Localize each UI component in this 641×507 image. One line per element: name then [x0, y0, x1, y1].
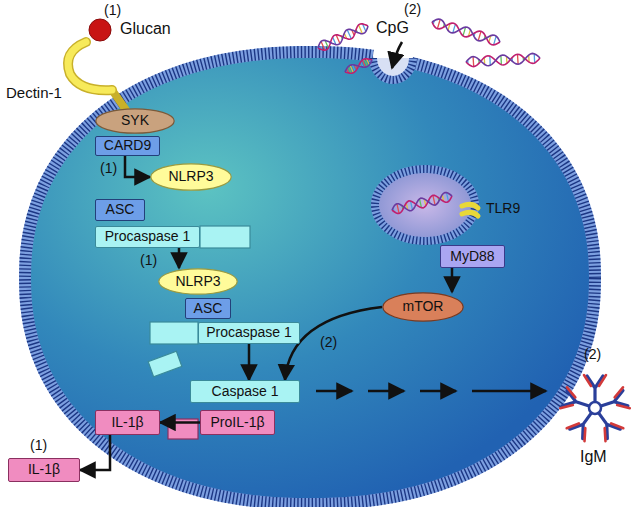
procaspase-domain — [200, 226, 250, 248]
receptor-label: Dectin-1 — [6, 84, 62, 101]
receptor-label: TLR9 — [486, 200, 520, 216]
endosome-dna — [392, 193, 452, 214]
cell-membrane-hatch — [25, 52, 595, 504]
callout-number: (1) — [104, 2, 121, 18]
ligand-label: CpG — [376, 19, 409, 37]
dectin-1-receptor-fill — [68, 42, 112, 90]
dectin-1-receptor — [68, 42, 112, 90]
pathway-arrow — [80, 435, 110, 470]
node-text: MyD88 — [450, 249, 494, 264]
callout-number: (2) — [404, 1, 421, 17]
callout-number: (1) — [30, 437, 47, 453]
pathway-arrow — [160, 421, 200, 424]
pathway-arrow — [178, 248, 181, 268]
sensor-oval: NLRP3 — [158, 268, 238, 295]
pathway-arrow — [451, 268, 454, 292]
node-text: Procaspase 1 — [105, 229, 191, 244]
product-label: IgM — [580, 448, 607, 466]
pathway-arrow — [248, 344, 251, 380]
tlr9-receptor — [462, 204, 478, 216]
node-text: mTOR — [403, 299, 444, 314]
node-text: ASC — [106, 202, 135, 217]
enzyme-box: Procaspase 1 — [95, 226, 200, 248]
callout-number: (2) — [584, 346, 601, 362]
node-text: ProIL-1β — [211, 415, 265, 430]
uptake-arrow — [392, 42, 402, 68]
callout-number: (2) — [320, 334, 337, 350]
sensor-oval: NLRP3 — [150, 163, 232, 191]
node-text: Procaspase 1 — [206, 325, 292, 340]
adaptor-box: CARD9 — [95, 136, 160, 156]
pathway-arrow — [285, 307, 382, 380]
callout-number: (1) — [100, 160, 117, 176]
kinase-oval: mTOR — [382, 292, 464, 322]
adaptor-box: MyD88 — [440, 245, 505, 268]
node-text: CARD9 — [104, 138, 151, 153]
node-text: ASC — [194, 301, 223, 316]
enzyme-box: Caspase 1 — [190, 380, 300, 403]
callout-number: (1) — [140, 252, 157, 268]
node-text: IL-1β — [28, 462, 60, 477]
enzyme-box: Procaspase 1 — [198, 322, 300, 344]
node-text: Caspase 1 — [212, 384, 279, 399]
node-text: NLRP3 — [175, 274, 220, 289]
kinase-oval: SYK — [95, 108, 175, 134]
node-text: NLRP3 — [168, 169, 213, 184]
glucan-ball — [89, 19, 111, 41]
procaspase-domain — [150, 322, 198, 344]
ligand-label: Glucan — [120, 20, 171, 38]
adaptor-box: ASC — [95, 199, 145, 221]
cell-membrane — [25, 52, 595, 504]
node-text: IL-1β — [111, 415, 143, 430]
caspase-fragment — [148, 351, 182, 376]
downstream-arrows — [316, 390, 546, 393]
adaptor-box: ASC — [185, 298, 231, 319]
cpg-dna — [318, 19, 540, 73]
cytokine-box: IL-1β — [8, 458, 80, 482]
node-text: SYK — [121, 113, 149, 128]
cytokine-box: ProIL-1β — [200, 410, 275, 435]
pathway-arrow — [125, 156, 150, 177]
cell-body — [25, 52, 595, 504]
igm-antibody — [560, 375, 630, 441]
cytokine-box: IL-1β — [95, 410, 160, 435]
